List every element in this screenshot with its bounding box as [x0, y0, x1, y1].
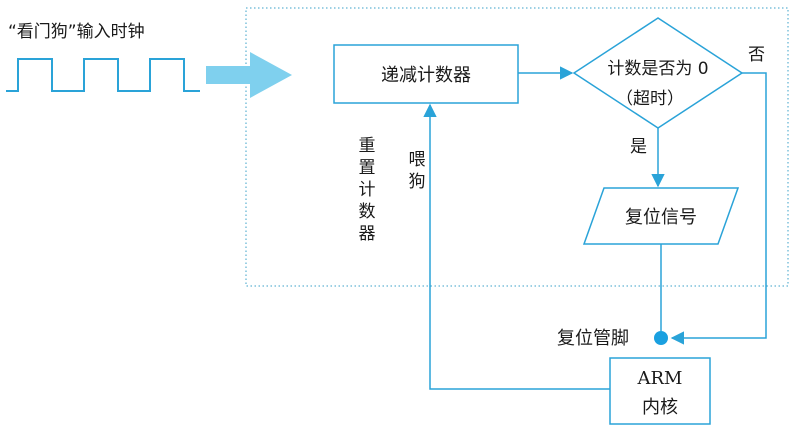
- svg-text:计: 计: [359, 180, 376, 200]
- decision-line2: （超时）: [616, 89, 684, 109]
- svg-text:喂: 喂: [409, 150, 426, 170]
- decision-line1: 计数是否为 0: [607, 59, 708, 79]
- reset-signal-parallelogram: [582, 187, 740, 245]
- clock-waveform: [6, 58, 200, 92]
- no-label: 否: [748, 45, 765, 65]
- right-arrow-icon: [206, 52, 292, 98]
- svg-text:狗: 狗: [409, 172, 426, 192]
- arm-core-line2: 内核: [642, 397, 678, 418]
- no-branch-line: [670, 72, 767, 345]
- yes-label: 是: [630, 137, 647, 157]
- decrement-counter-label: 递减计数器: [381, 65, 471, 86]
- junction-dot-icon: [654, 331, 668, 345]
- svg-text:重: 重: [359, 136, 376, 156]
- svg-text:置: 置: [359, 158, 376, 178]
- clock-label: “看门狗”输入时钟: [8, 22, 145, 42]
- decrement-counter-box: [333, 44, 519, 104]
- reset-signal-label: 复位信号: [625, 207, 697, 228]
- svg-text:数: 数: [359, 202, 376, 222]
- arm-core-line1: ARM: [637, 368, 683, 389]
- arm-core-box: [609, 357, 711, 425]
- feed-dog-label: 喂 狗: [409, 150, 426, 192]
- watchdog-boundary: [245, 7, 789, 287]
- svg-text:器: 器: [359, 224, 376, 244]
- reset-counter-label: 重 置 计 数 器: [359, 136, 376, 244]
- reset-pin-label: 复位管脚: [557, 328, 629, 349]
- feed-dog-line: [423, 103, 610, 390]
